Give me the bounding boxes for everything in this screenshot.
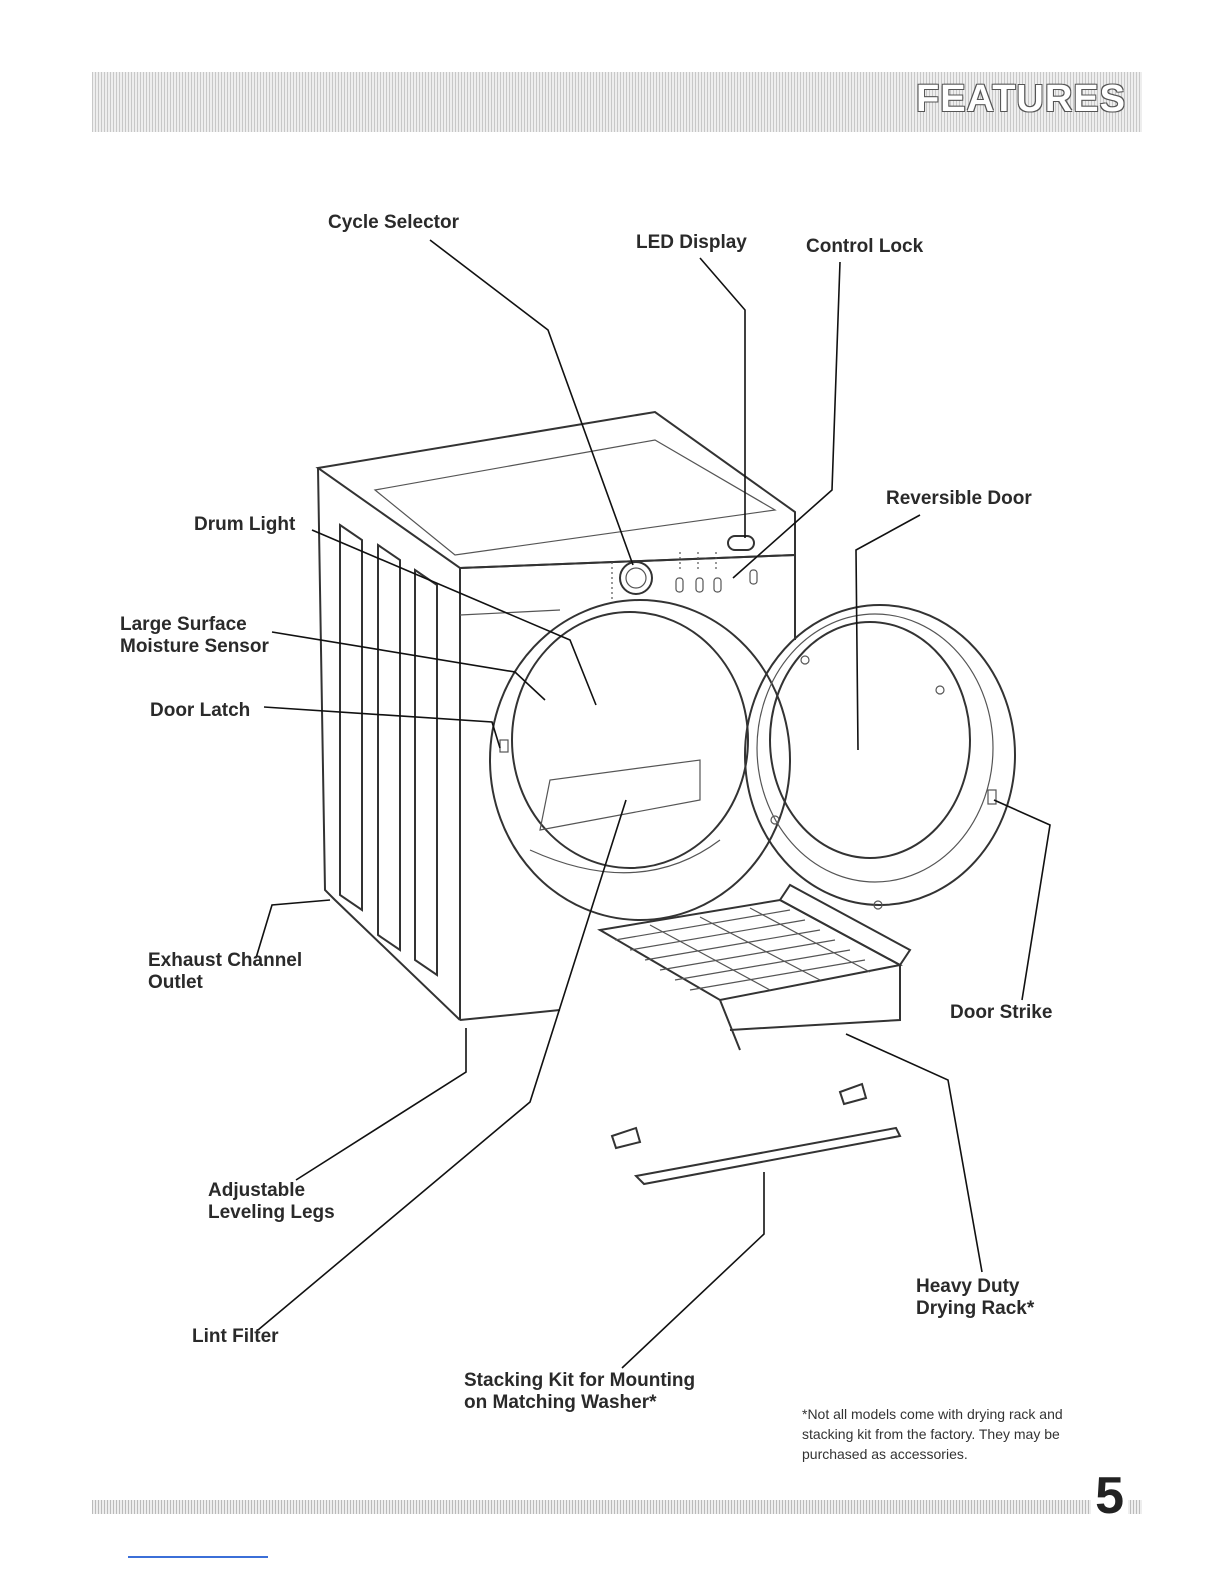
label-stacking-kit: Stacking Kit for Mounting on Matching Wa… xyxy=(464,1370,696,1413)
page-number: 5 xyxy=(1091,1468,1128,1524)
footer-band xyxy=(92,1500,1142,1514)
drum-opening xyxy=(489,599,791,921)
control-panel xyxy=(611,535,758,600)
label-reversible-door: Reversible Door xyxy=(886,488,1032,509)
footer-rule xyxy=(128,1556,268,1558)
stacking-kit xyxy=(610,1082,902,1186)
leader-lines xyxy=(255,239,1051,1369)
label-cycle-selector: Cycle Selector xyxy=(328,212,459,233)
page-title: FEATURES xyxy=(916,78,1126,120)
label-lint-filter: Lint Filter xyxy=(192,1326,279,1347)
label-exhaust-outlet: Exhaust Channel Outlet xyxy=(148,950,303,993)
drying-rack xyxy=(597,883,912,1051)
label-door-latch: Door Latch xyxy=(150,700,251,721)
label-drying-rack: Heavy Duty Drying Rack* xyxy=(916,1276,1035,1319)
header-band: FEATURES xyxy=(92,72,1142,132)
label-leveling-legs: Adjustable Leveling Legs xyxy=(208,1180,335,1223)
footnote: *Not all models come with drying rack an… xyxy=(802,1406,1063,1462)
label-moisture-sensor: Large Surface Moisture Sensor xyxy=(120,614,269,657)
open-door xyxy=(744,604,1016,910)
label-led-display: LED Display xyxy=(636,232,747,253)
label-control-lock: Control Lock xyxy=(806,236,924,257)
dryer-cabinet xyxy=(315,410,796,1021)
label-door-strike: Door Strike xyxy=(950,1002,1053,1023)
label-drum-light: Drum Light xyxy=(194,514,296,535)
